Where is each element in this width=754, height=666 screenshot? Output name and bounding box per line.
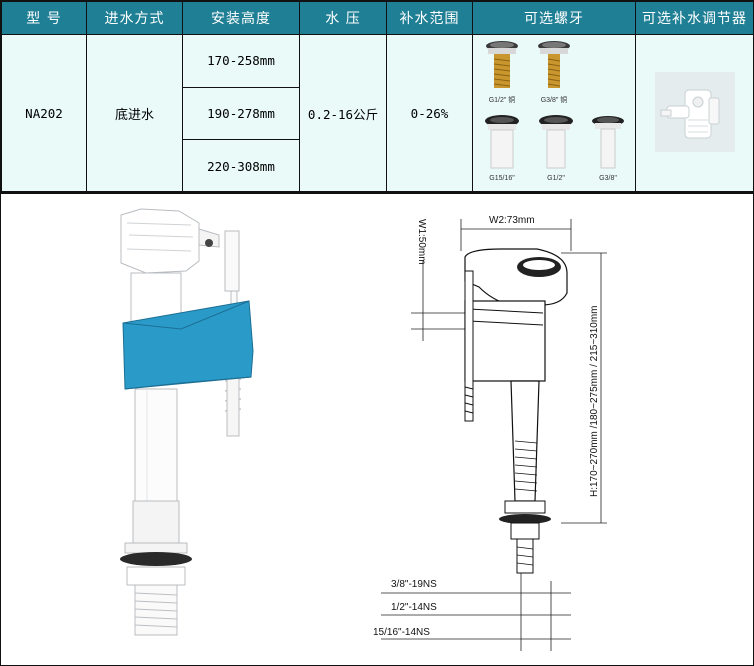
spec-table: 型 号 进水方式 安装高度 水 压 补水范围 可选螺牙 可选补水调节器 NA20… bbox=[1, 1, 754, 193]
thread-option-g38-brass: G3/8" 铜 bbox=[531, 39, 577, 105]
regulator-cell bbox=[635, 34, 754, 193]
model-cell: NA202 bbox=[1, 34, 87, 193]
pressure-cell: 0.2-16公斤 bbox=[299, 34, 387, 193]
header-inlet: 进水方式 bbox=[86, 1, 183, 35]
header-refill: 补水范围 bbox=[386, 1, 473, 35]
header-model: 型 号 bbox=[1, 1, 87, 35]
thread-label-3: 15/16"-14NS bbox=[373, 627, 430, 638]
dimension-drawing: W2:73mm W1:50mm H:170~270mm /180~275mm /… bbox=[373, 215, 607, 651]
header-pressure: 水 压 bbox=[299, 1, 387, 35]
section-divider bbox=[1, 191, 754, 194]
header-regulator: 可选补水调节器 bbox=[635, 1, 754, 35]
height-label: H:170~270mm /180~275mm / 215~310mm bbox=[589, 306, 600, 498]
spec-header-row: 型 号 进水方式 安装高度 水 压 补水范围 可选螺牙 可选补水调节器 bbox=[1, 1, 754, 35]
plastic-thread-icon bbox=[485, 115, 519, 169]
refill-regulator-image bbox=[654, 71, 735, 152]
spec-row: NA202 底进水 170-258mm 0.2-16公斤 0-26% bbox=[1, 34, 754, 193]
height-cell-2: 190-278mm bbox=[182, 86, 300, 141]
thread-options: G1/2" 铜 bbox=[473, 35, 635, 192]
refill-cell: 0-26% bbox=[386, 34, 473, 193]
plastic-thread-icon bbox=[539, 115, 573, 169]
header-threads: 可选螺牙 bbox=[472, 1, 636, 35]
thread-option-g1516: G15/16" bbox=[479, 113, 525, 182]
width-label: W2:73mm bbox=[489, 215, 535, 226]
inlet-cell: 底进水 bbox=[86, 34, 183, 193]
header-height: 安装高度 bbox=[182, 1, 300, 35]
brass-thread-icon bbox=[538, 41, 570, 88]
height-cell-3: 220-308mm bbox=[182, 139, 300, 193]
w1-label: W1:50mm bbox=[416, 219, 427, 265]
thread-label-1: 3/8"-19NS bbox=[391, 579, 437, 590]
thread-option-g38: G3/8" bbox=[585, 113, 631, 182]
height-cell-1: 170-258mm bbox=[182, 34, 300, 88]
threads-cell: G1/2" 铜 bbox=[472, 34, 636, 193]
thread-option-g12-brass: G1/2" 铜 bbox=[479, 39, 525, 105]
plastic-thread-icon bbox=[592, 116, 624, 169]
fill-valve-photo bbox=[120, 208, 254, 636]
thread-option-g12: G1/2" bbox=[533, 113, 579, 182]
brass-thread-icon bbox=[486, 41, 518, 88]
thread-label-2: 1/2"-14NS bbox=[391, 602, 437, 613]
